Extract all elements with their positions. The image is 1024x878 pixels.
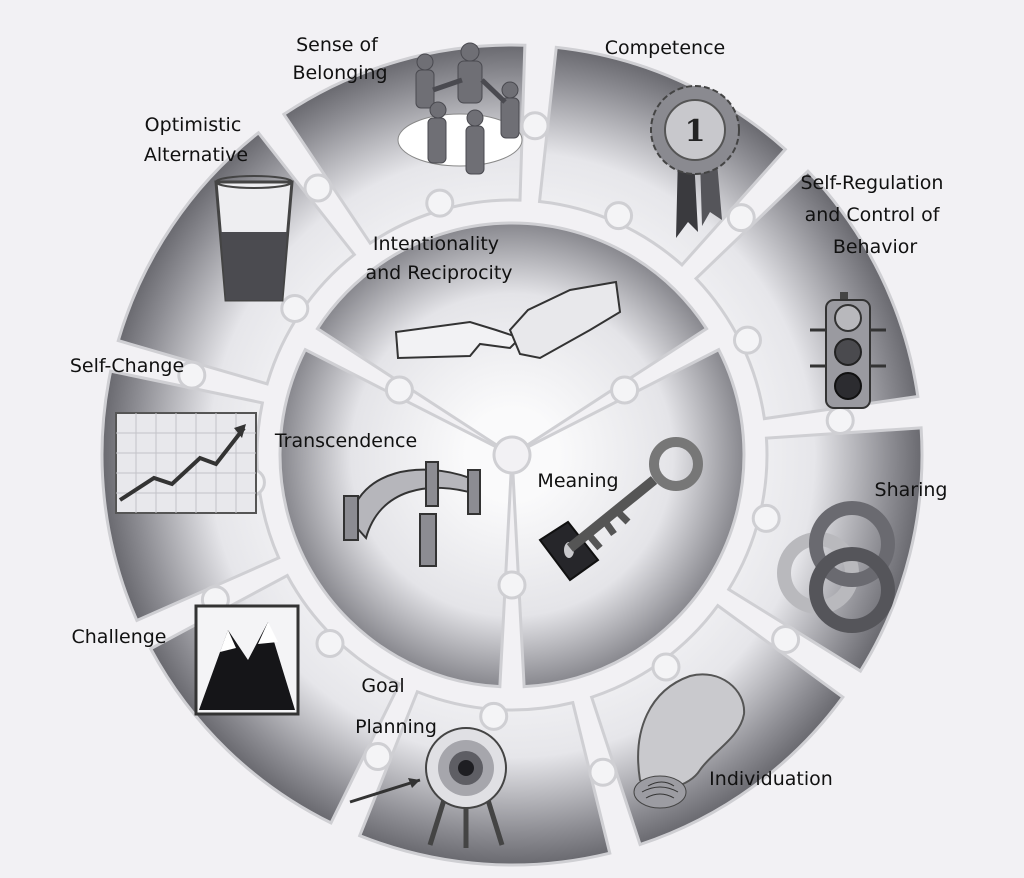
puzzle-knob (610, 375, 640, 405)
puzzle-knob (825, 406, 855, 436)
rising-graph-icon (115, 412, 257, 514)
traffic-light-icon (810, 292, 886, 409)
label-challenge: Challenge (72, 626, 167, 648)
award-number: 1 (685, 114, 706, 149)
label-competence: Competence (605, 37, 725, 59)
puzzle-knobs (177, 111, 855, 787)
interlocking-rings-icon (777, 501, 895, 633)
puzzle-knob (651, 652, 681, 682)
fingerprint-thumb-icon (633, 673, 746, 809)
puzzle-knob (497, 570, 527, 600)
puzzle-knob (177, 360, 207, 390)
inner-ring-pieces (278, 221, 746, 689)
puzzle-knob (751, 503, 781, 533)
puzzle-knob (363, 741, 393, 771)
puzzle-knob (726, 203, 756, 233)
label-optimistic-alternative: Optimistic Alternative (144, 114, 248, 166)
piece-transcendence (278, 347, 513, 689)
award-ribbon-icon: 1 (650, 85, 740, 238)
puzzle-knob (588, 757, 618, 787)
puzzle-knob (303, 173, 333, 203)
label-goal-planning: Goal Planning (355, 675, 437, 738)
puzzle-knob (384, 375, 414, 405)
puzzle-knob (604, 201, 634, 231)
puzzle-knob (425, 188, 455, 218)
label-sense-of-belonging: Sense of Belonging (292, 34, 387, 84)
puzzle-knob (280, 293, 310, 323)
puzzle-knob (771, 625, 801, 655)
puzzle-knob (732, 325, 762, 355)
reaching-hands-icon (394, 280, 622, 360)
label-self-regulation: Self-Regulation and Control of Behavior (800, 172, 949, 258)
key-icon (538, 437, 703, 582)
half-full-glass-icon (214, 175, 294, 302)
label-intentionality: Intentionality and Reciprocity (365, 233, 512, 284)
people-circle-icon (397, 42, 523, 175)
label-transcendence: Transcendence (274, 430, 417, 452)
label-individuation: Individuation (709, 768, 833, 790)
bridge-icon (343, 461, 481, 567)
target-arrow-icon (349, 727, 507, 848)
mountain-icon (194, 604, 300, 716)
puzzle-knob (520, 111, 550, 141)
piece-labels: Sense of Belonging Competence Self-Regul… (70, 34, 949, 790)
puzzle-knob (315, 628, 345, 658)
puzzle-knob (479, 701, 509, 731)
label-meaning: Meaning (537, 470, 618, 492)
label-sharing: Sharing (875, 479, 948, 501)
label-self-change: Self-Change (70, 355, 184, 377)
